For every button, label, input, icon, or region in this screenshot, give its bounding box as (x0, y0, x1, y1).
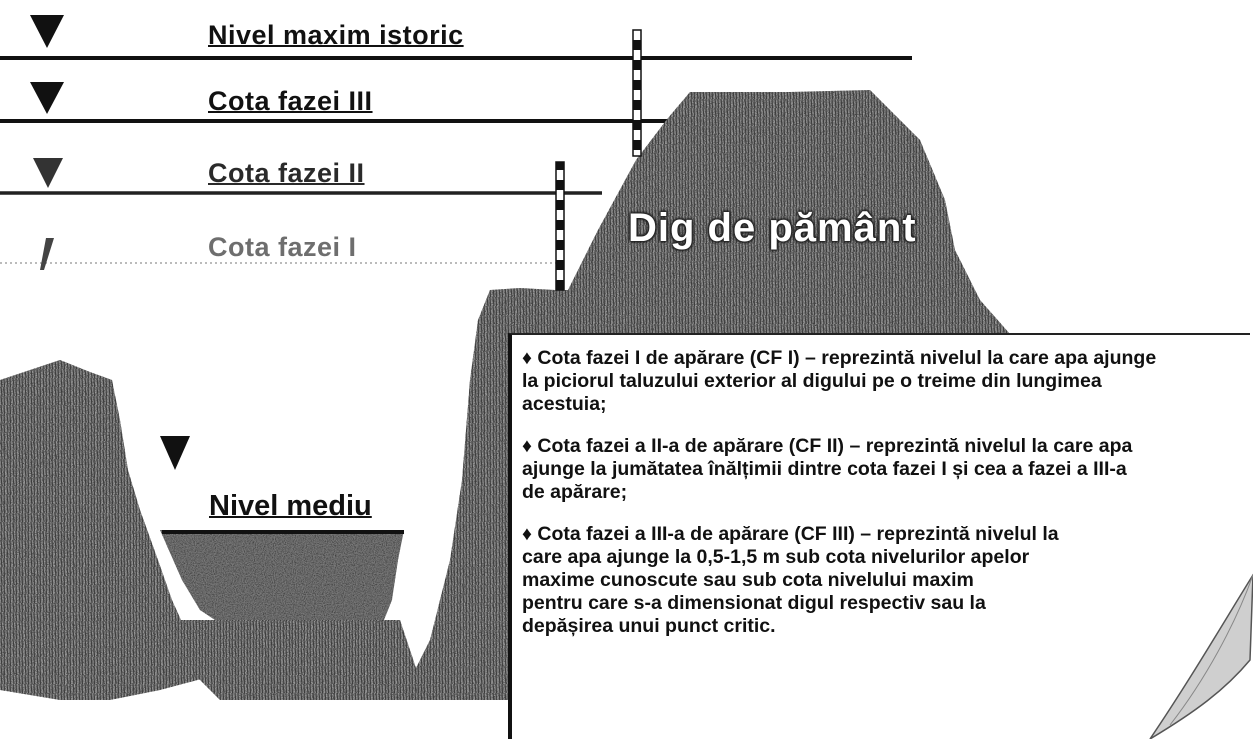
dike-label: Dig de pământ (628, 206, 917, 250)
definition-cf3: ♦ Cota fazei a III-a de apărare (CF III)… (522, 523, 1059, 637)
water-level-triangle-icon (33, 158, 63, 188)
staff-gauge-icon (555, 161, 565, 291)
definition-cf2: ♦ Cota fazei a II-a de apărare (CF II) –… (522, 435, 1133, 503)
definitions-panel: ♦ Cota fazei I de apărare (CF I) – repre… (508, 333, 1250, 739)
label-cota-fazei-1: Cota fazei I (208, 232, 357, 262)
left-riverbank (0, 360, 235, 700)
staff-gauge-icon (632, 29, 642, 157)
water-level-triangle-icon (160, 436, 190, 470)
earth-dike (400, 90, 1010, 700)
label-cota-fazei-2: Cota fazei II (208, 158, 365, 188)
label-nivel-mediu: Nivel mediu (209, 490, 372, 522)
water-level-triangle-icon (30, 82, 64, 114)
water-level-triangle-icon (30, 15, 64, 48)
label-nivel-maxim-istoric: Nivel maxim istoric (208, 20, 464, 50)
water-level-triangle-icon (40, 238, 54, 270)
definition-cf1: ♦ Cota fazei I de apărare (CF I) – repre… (522, 347, 1157, 415)
channel-bottom (180, 620, 420, 700)
river-channel-water (160, 530, 404, 630)
label-cota-fazei-3: Cota fazei III (208, 86, 373, 116)
